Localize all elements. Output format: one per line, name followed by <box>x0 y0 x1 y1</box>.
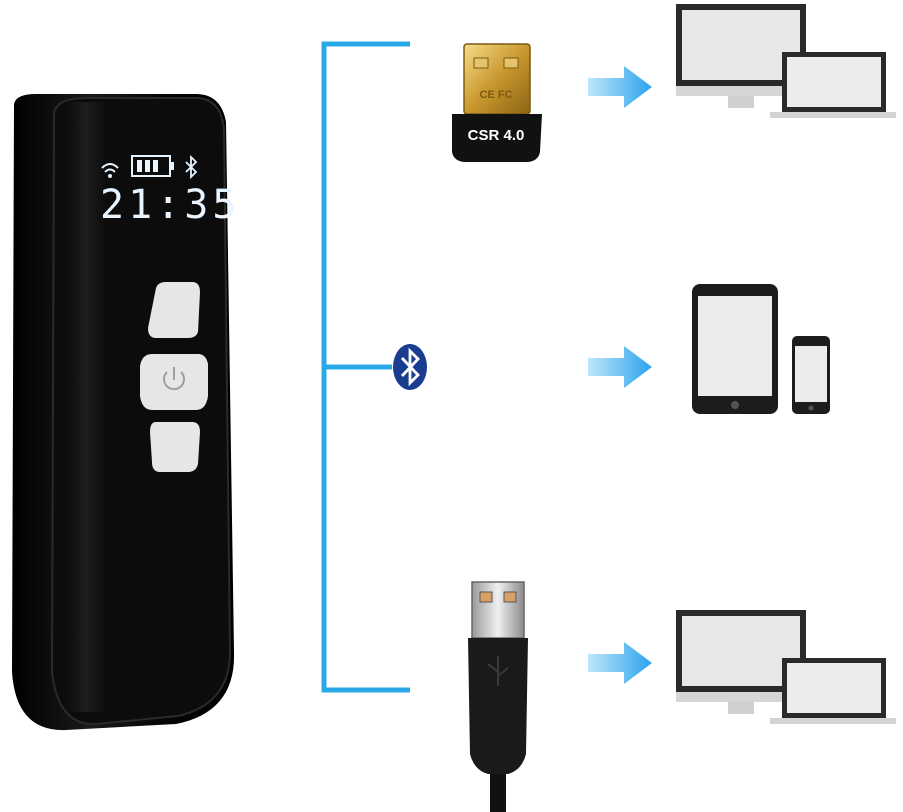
bluetooth-icon <box>185 154 198 180</box>
power-icon <box>163 367 185 391</box>
lower-button[interactable] <box>150 422 200 472</box>
clock-display: 21:35 <box>100 182 238 228</box>
power-button[interactable] <box>140 354 208 410</box>
computer-group <box>676 610 896 724</box>
battery-icon <box>131 155 174 177</box>
arrow-right-icon <box>588 642 652 684</box>
monitor-icon <box>676 610 806 714</box>
svg-text:CE FC: CE FC <box>480 89 513 101</box>
arrow-right-icon <box>588 346 652 388</box>
mobile-group <box>692 284 830 414</box>
smartphone-icon <box>792 336 830 414</box>
barcode-scanner: 21:35 <box>12 94 238 731</box>
laptop-icon <box>770 658 896 724</box>
trigger-button[interactable] <box>148 282 200 338</box>
computer-group <box>676 4 896 118</box>
laptop-icon <box>770 52 896 118</box>
tablet-icon <box>692 284 778 414</box>
bluetooth-icon <box>393 344 427 390</box>
arrow-right-icon <box>588 66 652 108</box>
bluetooth-dongle: CE FC CSR 4.0 <box>452 43 542 162</box>
wifi-icon <box>101 163 119 178</box>
dongle-label: CSR 4.0 <box>468 127 525 144</box>
usb-symbol-icon <box>487 656 509 686</box>
usb-cable-icon <box>468 581 528 812</box>
